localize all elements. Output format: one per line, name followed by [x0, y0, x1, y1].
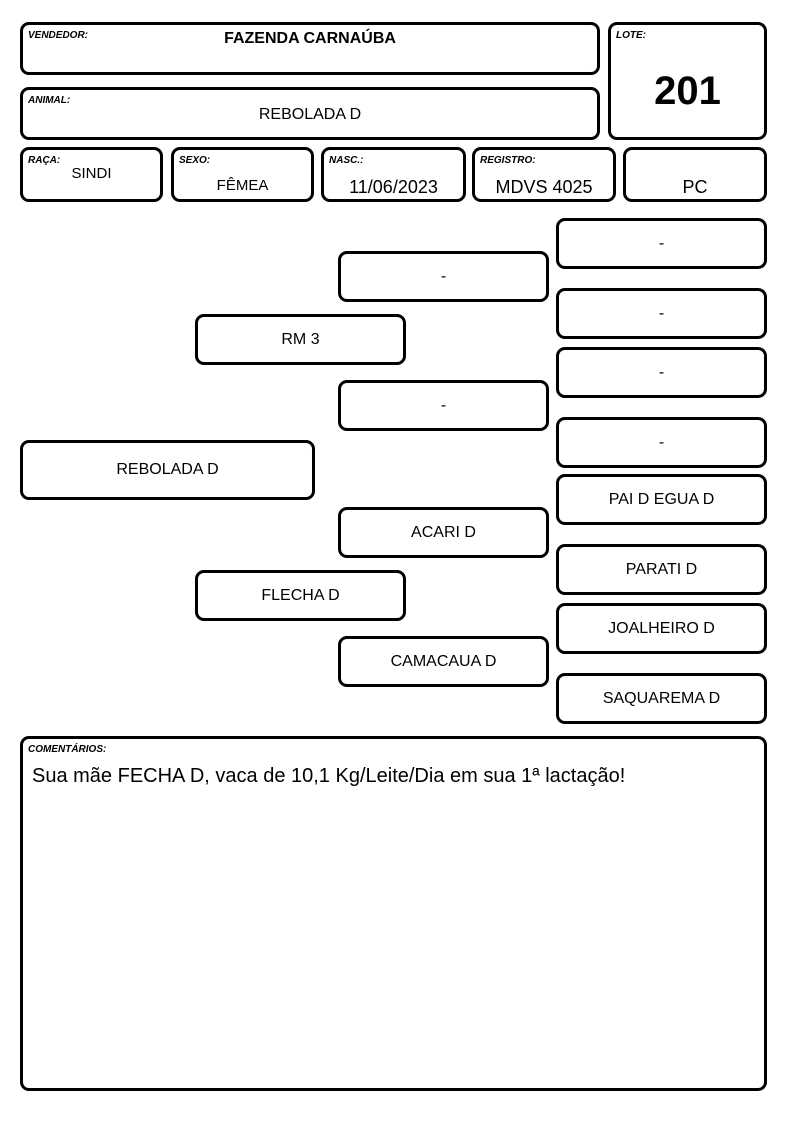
animal-value: REBOLADA D — [258, 106, 362, 123]
raca-box: RAÇA: SINDI — [20, 147, 163, 202]
sexo-value: FÊMEA — [216, 177, 269, 194]
raca-value: SINDI — [71, 165, 112, 182]
animal-label: ANIMAL: — [28, 95, 71, 106]
comments-text: Sua mãe FECHA D, vaca de 10,1 Kg/Leite/D… — [32, 765, 626, 787]
pedigree-sire-dam-sire: - — [556, 347, 767, 398]
pedigree-sire-sire-dam: - — [556, 288, 767, 339]
registro-label: REGISTRO: — [480, 155, 536, 166]
nasc-value: 11/06/2023 — [349, 177, 438, 197]
pedigree-dam-sire-sire: PAI D EGUA D — [556, 474, 767, 525]
pedigree-dam-dam-sire: JOALHEIRO D — [556, 603, 767, 654]
animal-box: ANIMAL: REBOLADA D — [20, 87, 600, 140]
pedigree-sire-dam: - — [338, 380, 549, 431]
vendedor-label: VENDEDOR: — [28, 30, 89, 41]
lote-value: 201 — [654, 69, 721, 113]
vendedor-box: VENDEDOR: FAZENDA CARNAÚBA — [20, 22, 600, 75]
raca-label: RAÇA: — [28, 155, 61, 166]
registro-box: REGISTRO: MDVS 4025 — [472, 147, 616, 202]
pedigree-animal: REBOLADA D — [20, 440, 315, 500]
pedigree-sire-sire-sire: - — [556, 218, 767, 269]
pedigree-sire: RM 3 — [195, 314, 406, 365]
nasc-box: NASC.: 11/06/2023 — [321, 147, 466, 202]
comments-box: COMENTÁRIOS: Sua mãe FECHA D, vaca de 10… — [20, 736, 767, 1091]
registro-value: MDVS 4025 — [495, 177, 593, 197]
categoria-box: PC — [623, 147, 767, 202]
lote-box: LOTE: 201 — [608, 22, 767, 140]
vendedor-value: FAZENDA CARNAÚBA — [224, 30, 396, 47]
pedigree-dam-dam: CAMACAUA D — [338, 636, 549, 687]
pedigree-dam-dam-dam: SAQUAREMA D — [556, 673, 767, 724]
pedigree-sire-dam-dam: - — [556, 417, 767, 468]
comments-label: COMENTÁRIOS: — [28, 744, 107, 755]
pedigree-dam-sire-dam: PARATI D — [556, 544, 767, 595]
nasc-label: NASC.: — [329, 155, 364, 166]
categoria-value: PC — [682, 177, 708, 197]
pedigree-dam-sire: ACARI D — [338, 507, 549, 558]
pedigree-sire-sire: - — [338, 251, 549, 302]
pedigree-dam: FLECHA D — [195, 570, 406, 621]
sexo-box: SEXO: FÊMEA — [171, 147, 314, 202]
sexo-label: SEXO: — [179, 155, 211, 166]
lote-label: LOTE: — [616, 30, 646, 41]
